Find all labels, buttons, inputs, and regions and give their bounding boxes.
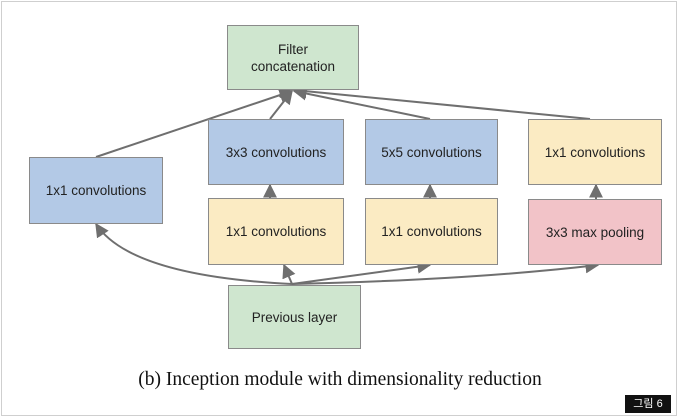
left-1x1-convolutions-box: 1x1 convolutions — [29, 157, 163, 224]
arrow-prev-to-pool — [291, 259, 600, 285]
arrow-3x3-to-concat — [269, 89, 293, 120]
right-1x1-convolutions-box: 1x1 convolutions — [528, 119, 662, 185]
reduce-1x1-b-box: 1x1 convolutions — [365, 198, 498, 265]
conv-5x5-box: 5x5 convolutions — [365, 119, 498, 185]
max-pooling-box: 3x3 max pooling — [528, 199, 662, 265]
arrow-prev-to-left1x1 — [95, 222, 293, 285]
figure-number-badge: 그림 6 — [625, 395, 671, 413]
reduce-1x1-a-box: 1x1 convolutions — [208, 198, 344, 265]
previous-layer-box: Previous layer — [228, 285, 361, 349]
arrow-left1x1-to-concat — [95, 88, 294, 158]
arrow-right1x1-to-concat — [292, 84, 591, 120]
arrow-prev-to-reduce-a — [282, 263, 296, 285]
filter-concatenation-box: Filter concatenation — [227, 25, 359, 90]
arrow-5x5-to-concat — [292, 86, 431, 120]
conv-3x3-box: 3x3 convolutions — [208, 119, 344, 185]
figure-caption: (b) Inception module with dimensionality… — [138, 369, 542, 390]
arrow-prev-to-reduce-b — [291, 259, 432, 285]
